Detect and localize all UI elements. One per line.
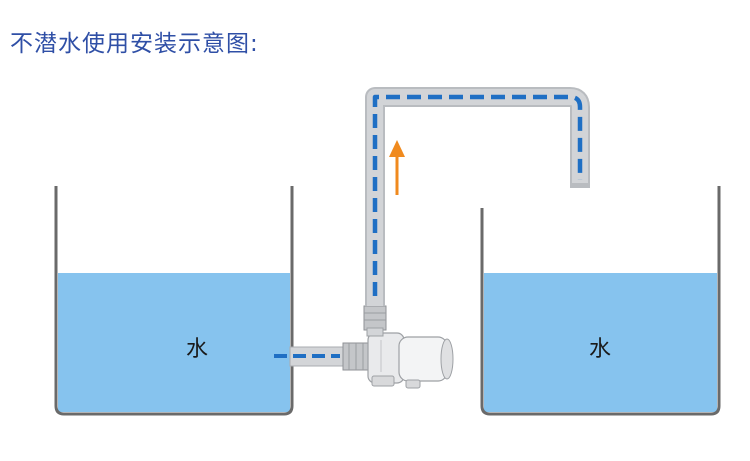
left-tank: 水 xyxy=(54,186,294,416)
right-tank-label: 水 xyxy=(589,337,611,362)
outlet-flow-line xyxy=(372,94,583,296)
outlet-fitting xyxy=(363,305,387,337)
left-tank-water xyxy=(58,273,290,412)
outlet-pipe xyxy=(365,87,590,306)
inlet-pipe xyxy=(274,342,370,371)
pump-icon xyxy=(367,332,454,389)
left-tank-label: 水 xyxy=(186,337,208,362)
right-tank-water xyxy=(484,273,717,412)
arrow-up-icon xyxy=(389,140,405,195)
page-title: 不潜水使用安装示意图: xyxy=(10,31,259,57)
left-tank-wall xyxy=(54,186,294,416)
right-tank-wall xyxy=(480,186,721,416)
right-tank: 水 xyxy=(480,186,721,416)
